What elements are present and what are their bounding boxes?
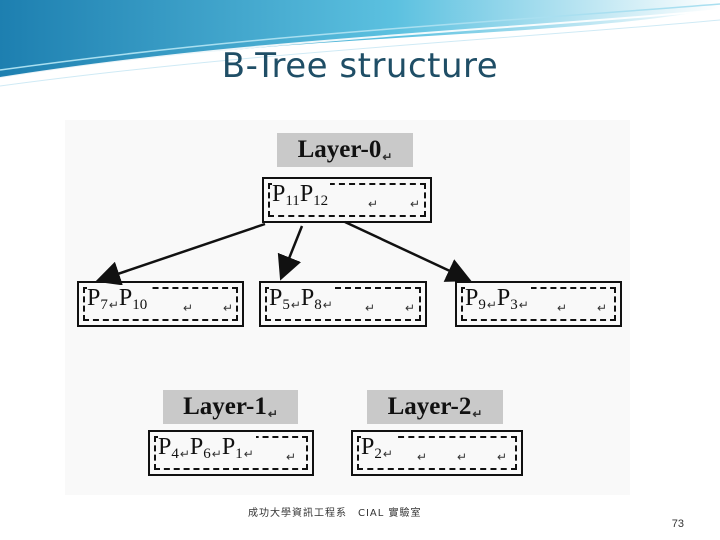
layer-0-label: Layer-0↵ [277, 133, 413, 167]
layer-2-node: P2↵ ↵ ↵ ↵ [351, 430, 523, 476]
header-banner [0, 0, 720, 87]
child-node-2-pointers: P5↵P8↵ [269, 285, 335, 314]
return-mark: ↵ [322, 298, 333, 312]
root-pointers: P11P12 [272, 181, 331, 210]
child-node-3: P9↵P3↵ ↵ ↵ [455, 281, 622, 327]
child-node-3-pointers: P9↵P3↵ [465, 285, 531, 314]
pointer: P [272, 181, 286, 207]
page-number: 73 [671, 518, 684, 530]
return-mark: ↵ [223, 301, 234, 315]
return-mark: ↵ [557, 301, 568, 315]
return-mark: ↵ [457, 450, 468, 464]
child-node-1: P7↵P10 ↵ ↵ [77, 281, 244, 327]
pointer: P [269, 285, 283, 311]
return-mark: ↵ [486, 298, 497, 312]
pointer-subscript: 9 [478, 297, 486, 313]
arrow-root-to-left [95, 222, 266, 286]
layer-2-text: Layer-2 [387, 393, 472, 420]
return-mark: ↵ [405, 301, 416, 315]
pointer-subscript: 3 [510, 297, 518, 313]
pointer: P [299, 181, 314, 207]
pointer: P [300, 285, 315, 311]
return-mark: ↵ [286, 450, 297, 464]
pointer: P [496, 285, 511, 311]
pointer: P [361, 434, 375, 460]
child-node-1-pointers: P7↵P10 [87, 285, 150, 314]
return-mark: ↵ [382, 150, 393, 164]
btree-figure [65, 120, 630, 495]
return-mark: ↵ [211, 447, 222, 461]
layer-2-pointers: P2↵ [361, 434, 395, 463]
return-mark: ↵ [183, 301, 194, 315]
root-node: P11P12 ↵ ↵ [262, 177, 432, 223]
pointer-subscript: 11 [285, 193, 300, 209]
pointer-subscript: 12 [313, 193, 329, 209]
return-mark: ↵ [497, 450, 508, 464]
pointer-subscript: 7 [100, 297, 108, 313]
layer-1-pointers: P4↵P6↵P1↵ [158, 434, 256, 463]
child-node-2: P5↵P8↵ ↵ ↵ [259, 281, 427, 327]
layer-1-node: P4↵P6↵P1↵ ↵ [148, 430, 314, 476]
return-mark: ↵ [365, 301, 376, 315]
return-mark: ↵ [243, 447, 254, 461]
pointer: P [221, 434, 236, 460]
return-mark: ↵ [472, 407, 483, 421]
layer-1-label: Layer-1↵ [163, 390, 298, 424]
pointer-subscript: 6 [203, 446, 211, 462]
return-mark: ↵ [518, 298, 529, 312]
return-mark: ↵ [368, 197, 379, 211]
pointer-subscript: 5 [282, 297, 290, 313]
layer-2-node-slots [357, 436, 517, 470]
pointer-subscript: 2 [374, 446, 382, 462]
return-mark: ↵ [108, 298, 119, 312]
arrow-root-to-middle [277, 225, 304, 281]
layer-1-text: Layer-1 [183, 393, 267, 420]
pointer: P [158, 434, 172, 460]
pointer: P [87, 285, 101, 311]
pointer: P [118, 285, 133, 311]
root-node-slots [268, 183, 426, 217]
return-mark: ↵ [382, 447, 393, 461]
layer-2-label: Layer-2↵ [367, 390, 503, 424]
return-mark: ↵ [410, 197, 421, 211]
return-mark: ↵ [417, 450, 428, 464]
pointer: P [465, 285, 479, 311]
return-mark: ↵ [290, 298, 301, 312]
slide-footer: 成功大學資訊工程系 CIAL 實驗室 [248, 508, 422, 519]
pointer-subscript: 8 [314, 297, 322, 313]
return-mark: ↵ [597, 301, 608, 315]
arrow-root-to-right [344, 220, 472, 282]
pointer-subscript: 4 [171, 446, 179, 462]
pointer-subscript: 10 [132, 297, 148, 313]
child-node-slots [83, 287, 238, 321]
child-node-slots [265, 287, 421, 321]
pointer-subscript: 1 [235, 446, 243, 462]
return-mark: ↵ [179, 447, 190, 461]
layer-0-text: Layer-0 [297, 136, 382, 163]
child-node-slots [461, 287, 616, 321]
slide-title: B-Tree structure [221, 46, 499, 86]
return-mark: ↵ [267, 407, 278, 421]
pointer: P [189, 434, 204, 460]
